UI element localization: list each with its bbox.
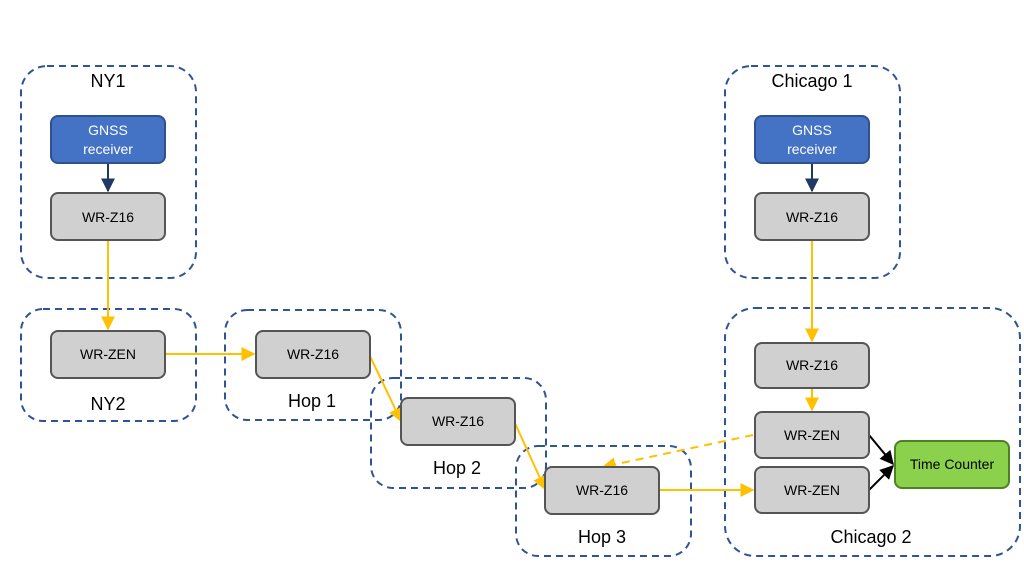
group-label-hop1: Hop 1 <box>288 391 336 411</box>
node-hop1-wrz16: WR-Z16 <box>255 330 371 379</box>
link-hop2-to-hop3 <box>513 420 547 491</box>
node-time-counter: Time Counter <box>894 440 1010 489</box>
node-label: WR-Z16 <box>786 209 838 225</box>
link-wrzen-bottom-to-time-counter <box>868 465 894 491</box>
node-chi2-wrz16: WR-Z16 <box>754 342 870 389</box>
node-ny2-wrzen: WR-ZEN <box>50 330 166 379</box>
node-label: GNSS <box>88 122 128 138</box>
node-chi1-wrz16: WR-Z16 <box>754 192 870 241</box>
node-label: WR-Z16 <box>576 482 628 498</box>
node-label: receiver <box>83 141 133 157</box>
link-chi2-wrzen-top-to-hop3 <box>601 434 754 472</box>
node-label: WR-Z16 <box>432 413 484 429</box>
group-label-chicago2: Chicago 2 <box>830 527 911 547</box>
node-label: WR-Z16 <box>786 357 838 373</box>
link-wrzen-top-to-time-counter <box>868 434 894 466</box>
group-label-ny2: NY2 <box>90 394 125 414</box>
node-label: WR-Z16 <box>82 209 134 225</box>
group-label-chicago1: Chicago 1 <box>771 71 852 91</box>
node-chi2-wrzen-top: WR-ZEN <box>754 411 870 459</box>
node-chi2-wrzen-bottom: WR-ZEN <box>754 466 870 514</box>
node-ny1-wrz16: WR-Z16 <box>50 192 166 241</box>
link-hop1-to-hop2 <box>368 353 402 423</box>
node-label: GNSS <box>792 122 832 138</box>
group-chicago2 <box>724 307 1021 557</box>
node-hop3-wrz16: WR-Z16 <box>544 466 660 515</box>
group-hop3 <box>515 445 692 557</box>
node-label: WR-Z16 <box>287 346 339 362</box>
group-label-hop3: Hop 3 <box>578 527 626 547</box>
node-chi1-gnss-receiver: GNSS receiver <box>754 115 870 164</box>
node-ny1-gnss-receiver: GNSS receiver <box>50 115 166 164</box>
node-label: WR-ZEN <box>784 482 840 498</box>
group-hop2 <box>370 377 547 489</box>
node-label: receiver <box>787 141 837 157</box>
group-label-ny1: NY1 <box>90 71 125 91</box>
group-hop1 <box>224 309 402 421</box>
node-label: WR-ZEN <box>80 346 136 362</box>
node-label: Time Counter <box>910 456 995 472</box>
group-label-hop2: Hop 2 <box>433 458 481 478</box>
node-hop2-wrz16: WR-Z16 <box>400 397 516 446</box>
node-label: WR-ZEN <box>784 427 840 443</box>
